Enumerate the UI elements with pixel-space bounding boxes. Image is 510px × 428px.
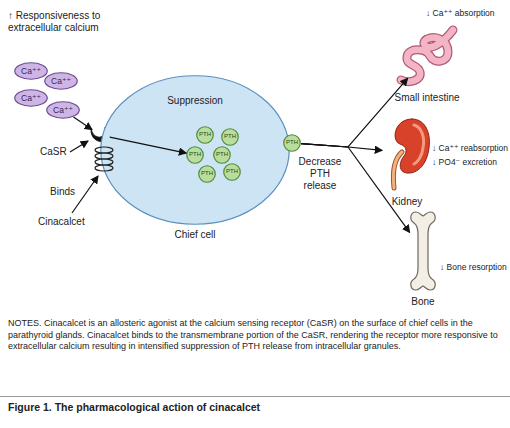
- annotation: Decrease PTH release: [294, 156, 346, 192]
- pth-granule-shape: [187, 147, 204, 164]
- bone-outline: [408, 210, 438, 292]
- effect-arrow: [110, 137, 186, 153]
- small-intestine-outline: [398, 26, 456, 86]
- kidney-shape: [393, 152, 402, 188]
- effect-arrow: [301, 144, 382, 151]
- pth-granule: PTH: [213, 146, 231, 164]
- kidney-shape: [414, 125, 424, 164]
- effect-label: ↓ PO4⁻ excretion: [432, 157, 497, 167]
- kidney-shape: [393, 152, 402, 188]
- node-label: PTH: [223, 168, 241, 175]
- node-label: Bone: [383, 296, 463, 308]
- kidney: Kidney: [382, 116, 432, 190]
- pth-granule-shape: [197, 127, 214, 144]
- node-label: Chief cell: [100, 229, 290, 241]
- binds-arrow: [72, 176, 98, 213]
- node-label: Ca⁺⁺: [14, 93, 48, 103]
- calcium-ion: Ca⁺⁺: [44, 72, 78, 90]
- released-pth: PTH: [283, 134, 301, 152]
- chief-cell-shape: [101, 76, 290, 225]
- chief-cell: SuppressionChief cellPTHPTHPTHPTHPTHPTH: [100, 75, 290, 225]
- kidney-outline: [382, 116, 432, 190]
- node-label: PTH: [196, 131, 214, 138]
- small-intestine-shape: [401, 30, 453, 82]
- bone-shape: [411, 212, 435, 290]
- node-label: Kidney: [362, 196, 452, 208]
- calcium-ion: Ca⁺⁺: [46, 101, 80, 119]
- node-label: PTH: [186, 151, 204, 158]
- effect-label: ↓ Bone resorption: [440, 262, 507, 272]
- transmembrane-coil: [95, 147, 113, 171]
- node-label: Ca⁺⁺: [44, 76, 78, 86]
- leader-arrow: [70, 141, 88, 152]
- pth-granule-shape: [199, 166, 216, 183]
- small-intestine: Small intestine: [398, 26, 456, 86]
- notes-text: NOTES. Cinacalcet is an allosteric agoni…: [8, 318, 502, 353]
- pth-granule: PTH: [196, 126, 214, 144]
- coil-loop: [95, 147, 113, 153]
- small-intestine-shape: [401, 30, 453, 82]
- caption-rule: [0, 396, 510, 397]
- coil-loop: [95, 159, 113, 165]
- pth-granule: PTH: [186, 146, 204, 164]
- calcium-ion: Ca⁺⁺: [14, 89, 48, 107]
- kidney-shape: [395, 119, 429, 173]
- coil-loop: [95, 153, 113, 159]
- coil-loop: [95, 165, 113, 171]
- effect-label: ↓ Ca⁺⁺ reabsorption: [432, 143, 508, 153]
- effect-arrow: [301, 144, 410, 233]
- effect-label: ↓ Ca⁺⁺ absorption: [426, 8, 495, 18]
- pth-granule: PTH: [198, 165, 216, 183]
- calcium-ion-shape: [47, 102, 80, 119]
- pth-granule-shape: [222, 129, 239, 146]
- pth-granule: PTH: [223, 163, 241, 181]
- bone: Bone: [408, 210, 438, 292]
- node-label: PTH: [283, 139, 301, 146]
- pth-granule: PTH: [221, 128, 239, 146]
- calcium-ion-shape: [15, 63, 48, 80]
- node-label: PTH: [213, 151, 231, 158]
- node-label: CaSR: [40, 146, 67, 158]
- pth-granule-shape: [224, 164, 241, 181]
- node-label: Small intestine: [368, 92, 486, 104]
- effect-arrow: [301, 78, 408, 147]
- calcium-ion: Ca⁺⁺: [14, 62, 48, 80]
- node-label: Suppression: [100, 95, 290, 107]
- effect-arrow: [73, 117, 92, 130]
- node-label: PTH: [198, 170, 216, 177]
- node-label: Ca⁺⁺: [46, 105, 80, 115]
- figure-caption: Figure 1. The pharmacological action of …: [8, 401, 260, 413]
- annotation: ↑ Responsiveness to extracellular calciu…: [8, 10, 128, 34]
- pth-granule-shape: [214, 147, 231, 164]
- node-label: PTH: [221, 133, 239, 140]
- released-pth-shape: [284, 135, 301, 152]
- calcium-ion-shape: [45, 73, 78, 90]
- calcium-ion-shape: [15, 90, 48, 107]
- drug-name: Cinacalcet: [38, 216, 85, 228]
- annotation: Binds: [50, 186, 75, 198]
- node-label: Ca⁺⁺: [14, 66, 48, 76]
